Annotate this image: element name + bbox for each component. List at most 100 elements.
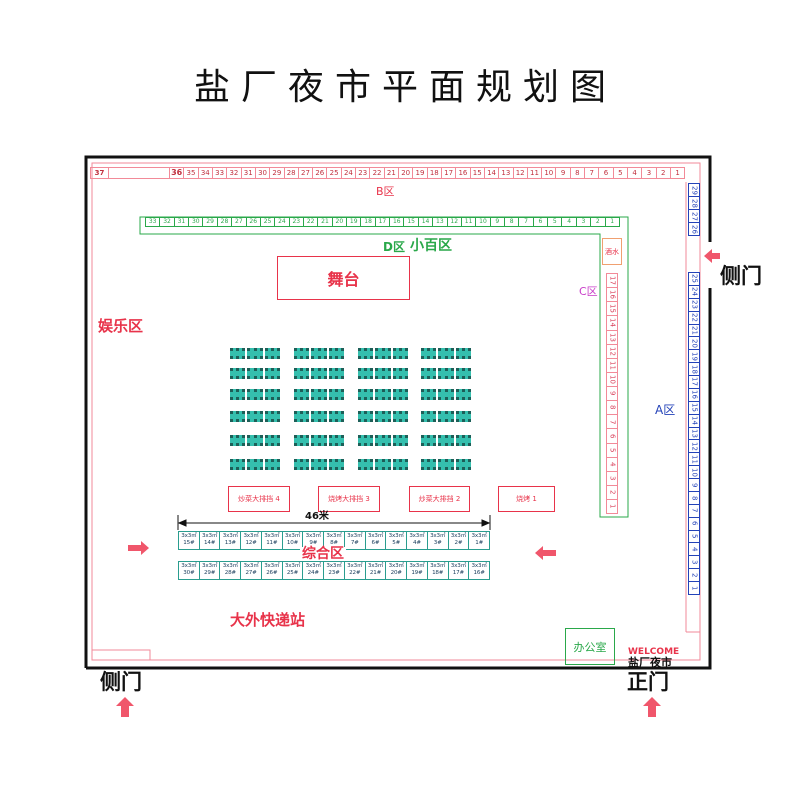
booth-size: 3x3㎡ bbox=[367, 533, 384, 540]
booth-size: 3x3㎡ bbox=[243, 533, 259, 540]
booth-size: 3x3㎡ bbox=[347, 533, 363, 540]
dining-table-group bbox=[358, 368, 408, 379]
dining-table-icon bbox=[230, 348, 246, 359]
a-zone-stall: 1 bbox=[689, 581, 699, 594]
dining-table-group bbox=[230, 368, 280, 379]
dining-table-icon bbox=[294, 368, 310, 379]
c-zone-stall: 12 bbox=[607, 343, 617, 358]
page-title: 盐厂夜市平面规划图 bbox=[193, 67, 617, 108]
dining-table-icon bbox=[392, 411, 408, 422]
dining-table-icon bbox=[311, 435, 327, 446]
dining-table-icon bbox=[421, 389, 437, 400]
dining-table-group bbox=[421, 435, 471, 446]
c-zone-stall: 8 bbox=[607, 400, 617, 414]
dining-table-icon bbox=[264, 459, 280, 470]
booth-number: 19# bbox=[411, 570, 423, 576]
width-dimension-label: 46米 bbox=[305, 511, 329, 522]
dining-table-icon bbox=[328, 435, 344, 446]
entry-arrow-middle-icon bbox=[535, 546, 556, 560]
corner-guide-line bbox=[92, 649, 151, 660]
dining-table-icon bbox=[421, 411, 437, 422]
dining-table-group bbox=[358, 411, 408, 422]
d-zone-frame bbox=[139, 216, 629, 518]
dining-table-group bbox=[358, 459, 408, 470]
dimension-line bbox=[177, 515, 491, 530]
booth-size: 3x3㎡ bbox=[388, 533, 404, 540]
booth-number: 2# bbox=[454, 540, 463, 546]
c-zone-stall: 5 bbox=[607, 442, 617, 457]
a-zone-stall: 4 bbox=[689, 542, 699, 555]
b-zone-stall: 13 bbox=[498, 168, 512, 178]
booth-number: 27# bbox=[245, 570, 257, 576]
booth-size: 3x3㎡ bbox=[181, 563, 197, 570]
booth-number: 6# bbox=[371, 540, 380, 546]
dining-table-icon bbox=[247, 435, 263, 446]
d-zone-stall: 9 bbox=[489, 218, 504, 226]
dining-table-icon bbox=[230, 411, 246, 422]
dining-table-icon bbox=[375, 459, 391, 470]
dining-table-icon bbox=[311, 368, 327, 379]
dining-table-icon bbox=[455, 435, 471, 446]
b-zone-label: B区 bbox=[376, 185, 395, 198]
a-zone-stall: 5 bbox=[689, 529, 699, 543]
dining-table-group bbox=[294, 411, 344, 422]
a-zone-stall: 13 bbox=[689, 426, 699, 440]
a-zone-stall: 2 bbox=[689, 568, 699, 581]
booth-size: 3x3㎡ bbox=[450, 533, 467, 540]
dining-table-icon bbox=[294, 411, 310, 422]
side-gate-right-label: 侧门 bbox=[720, 264, 762, 288]
dining-table-icon bbox=[392, 435, 408, 446]
dining-table-icon bbox=[392, 389, 408, 400]
c-zone-stall: 7 bbox=[607, 414, 617, 428]
office: 办公室 bbox=[565, 628, 615, 665]
booth-number: 11# bbox=[266, 540, 278, 546]
a-zone-stall: 12 bbox=[689, 439, 699, 452]
booth-number: 23# bbox=[328, 570, 340, 576]
d-zone-stall: 22 bbox=[302, 218, 317, 226]
b-zone-stall: 19 bbox=[412, 168, 426, 178]
d-zone-stall: 13 bbox=[432, 218, 446, 226]
a-zone-stall: 22 bbox=[689, 310, 699, 324]
booth-size: 3x3㎡ bbox=[326, 563, 342, 570]
dining-table-icon bbox=[392, 459, 408, 470]
dining-table-icon bbox=[264, 389, 280, 400]
b-zone-stall: 28 bbox=[283, 168, 298, 178]
booth-size: 3x3㎡ bbox=[367, 563, 384, 570]
booth-size: 3x3㎡ bbox=[222, 563, 238, 570]
booth-size: 3x3㎡ bbox=[471, 563, 487, 570]
dining-table-icon bbox=[358, 348, 374, 359]
b-zone-stall: 7 bbox=[584, 168, 598, 178]
booth-number: 29# bbox=[203, 570, 216, 576]
a-zone-stall: 8 bbox=[689, 490, 699, 504]
dining-table-icon bbox=[375, 435, 391, 446]
c-zone-label: C区 bbox=[579, 285, 598, 298]
booth-number: 21# bbox=[369, 570, 382, 576]
dining-table-icon bbox=[358, 459, 374, 470]
entertainment-zone-label: 娱乐区 bbox=[98, 317, 144, 335]
d-zone-label: D区 bbox=[383, 240, 405, 254]
booth-number: 12# bbox=[245, 540, 257, 546]
b-zone-stall: 10 bbox=[541, 168, 555, 178]
d-zone-stall: 25 bbox=[259, 218, 274, 226]
dining-table-group bbox=[230, 389, 280, 400]
dining-table-group bbox=[421, 459, 471, 470]
welcome-sign: WELCOME bbox=[628, 647, 680, 657]
d-zone-stall: 28 bbox=[216, 218, 231, 226]
d-zone-stall: 23 bbox=[288, 218, 303, 226]
dining-table-group bbox=[294, 368, 344, 379]
booth-number: 24# bbox=[307, 570, 319, 576]
b-zone-stall: 1 bbox=[669, 168, 684, 178]
dining-table-group bbox=[230, 411, 280, 422]
d-zone-stall: 27 bbox=[231, 218, 245, 226]
dining-table-icon bbox=[294, 348, 310, 359]
booth-number: 7# bbox=[350, 540, 359, 546]
booth-number: 9# bbox=[309, 540, 318, 546]
booth-size: 3x3㎡ bbox=[450, 563, 467, 570]
a-zone-stall: 24 bbox=[689, 284, 699, 298]
dining-table-icon bbox=[264, 435, 280, 446]
